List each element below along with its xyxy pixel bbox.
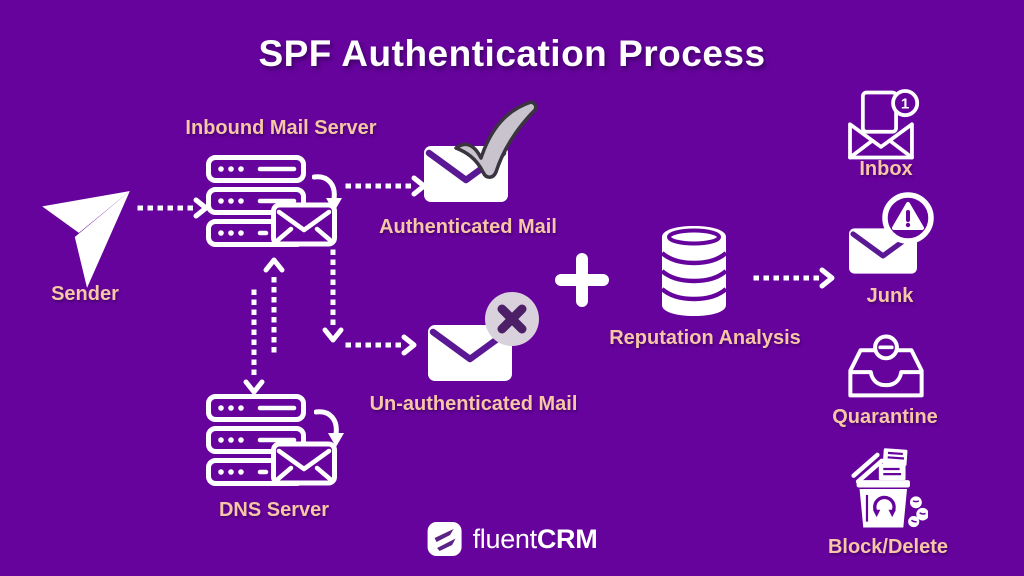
block-delete-label: Block/Delete — [827, 536, 949, 558]
dns-server-label: DNS Server — [218, 499, 330, 521]
inbox-badge-count: 1 — [901, 95, 909, 112]
inbox-icon: 1 — [848, 89, 920, 160]
unauthenticated-envelope-icon — [428, 325, 512, 381]
arrow-server-to-unauthenticated-mail — [322, 249, 417, 356]
arrow-server-to-authenticated-mail — [345, 175, 427, 197]
sender-label: Sender — [51, 283, 119, 305]
junk-label: Junk — [866, 285, 914, 307]
reputation-analysis-label: Reputation Analysis — [609, 327, 801, 349]
unauthenticated-mail-label: Un-authenticated Mail — [369, 393, 578, 415]
inbox-label: Inbox — [859, 158, 913, 180]
arrow-dns-to-server — [263, 257, 285, 353]
page-title: SPF Authentication Process — [258, 33, 766, 74]
arrow-server-to-dns — [243, 289, 265, 395]
arrow-reputation-to-actions — [753, 267, 835, 289]
inbound-server-label: Inbound Mail Server — [185, 117, 377, 139]
paper-plane-icon — [42, 191, 130, 288]
warning-badge-icon — [882, 192, 934, 244]
quarantine-tray-icon — [848, 334, 924, 398]
logo-text-regular: fluent — [472, 523, 538, 554]
fluentcrm-logo: fluentCRM — [427, 521, 598, 557]
plus-icon — [555, 253, 609, 307]
dns-server-icon — [206, 394, 337, 486]
curved-arrow-icon — [314, 409, 344, 447]
arrow-sender-to-inbound-server — [137, 197, 209, 219]
fluentcrm-logo-text: fluentCRM — [473, 524, 598, 555]
inbound-server-icon — [206, 155, 337, 247]
fluentcrm-logo-mark-icon — [427, 522, 462, 556]
logo-text-bold: CRM — [536, 523, 598, 554]
x-circle-icon — [485, 292, 539, 346]
database-icon — [660, 226, 728, 316]
checkmark-icon — [454, 100, 538, 179]
curved-arrow-icon — [312, 174, 342, 212]
authenticated-mail-label: Authenticated Mail — [379, 216, 557, 238]
trash-bin-icon — [851, 448, 928, 528]
quarantine-label: Quarantine — [832, 406, 938, 428]
